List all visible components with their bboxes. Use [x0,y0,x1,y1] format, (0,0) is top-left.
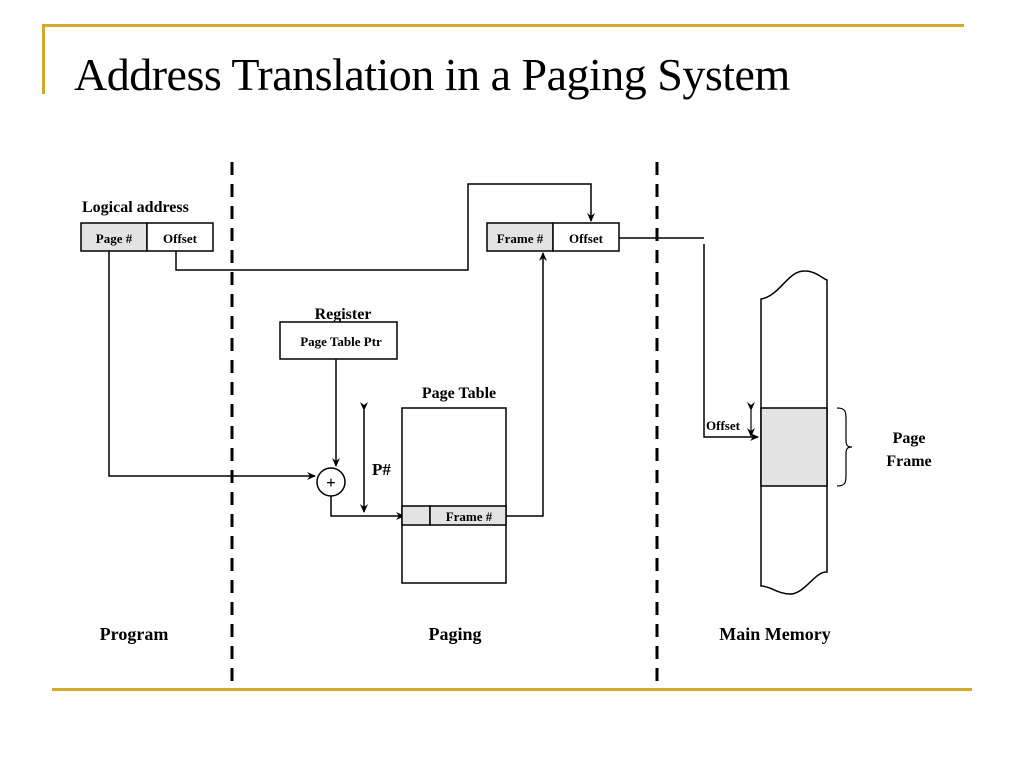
left-accent-rule [42,24,45,94]
register-box [279,321,398,360]
register-label: Register [315,306,372,323]
page-table-box [401,407,507,584]
offset-text: Offset [163,231,198,246]
p-number-label: P# [372,460,391,479]
page-table-entry-text: Frame # [446,509,493,524]
region-paging-label: Paging [428,624,481,644]
adder: + [316,467,346,497]
frame-number-field [486,222,554,252]
physical-offset-field [552,222,620,252]
memory-access-arrow [703,244,759,441]
page-number-field [80,222,148,252]
page-frame-brace [836,407,853,487]
page-frame-label-line2: Frame [886,453,931,470]
page-table-ptr-text: Page Table Ptr [300,334,382,349]
region-main-memory-label: Main Memory [719,624,830,644]
page-table-label: Page Table [422,385,496,402]
offset-copy-arrow [175,183,595,271]
page-number-to-adder-arrow [108,251,316,480]
bottom-accent-rule [52,688,972,691]
adder-to-entry-arrow [330,496,405,520]
page-table-entry-index [401,505,431,526]
physical-address-box: Frame # Offset [486,222,620,252]
logical-address-box: Page # Offset [80,222,214,252]
page-number-text: Page # [96,231,133,246]
top-accent-rule [42,24,964,27]
frame-number-arrow [506,252,547,517]
physical-offset-text: Offset [569,231,604,246]
adder-symbol: + [326,473,336,492]
slide-title: Address Translation in a Paging System [74,49,790,100]
frame-offset-label: Offset [706,418,741,433]
page-frame-block [760,407,828,487]
frame-number-text: Frame # [497,231,544,246]
region-program-label: Program [100,624,169,644]
offset-field [146,222,214,252]
logical-address-label: Logical address [82,199,189,216]
page-frame-label-line1: Page [893,430,926,447]
